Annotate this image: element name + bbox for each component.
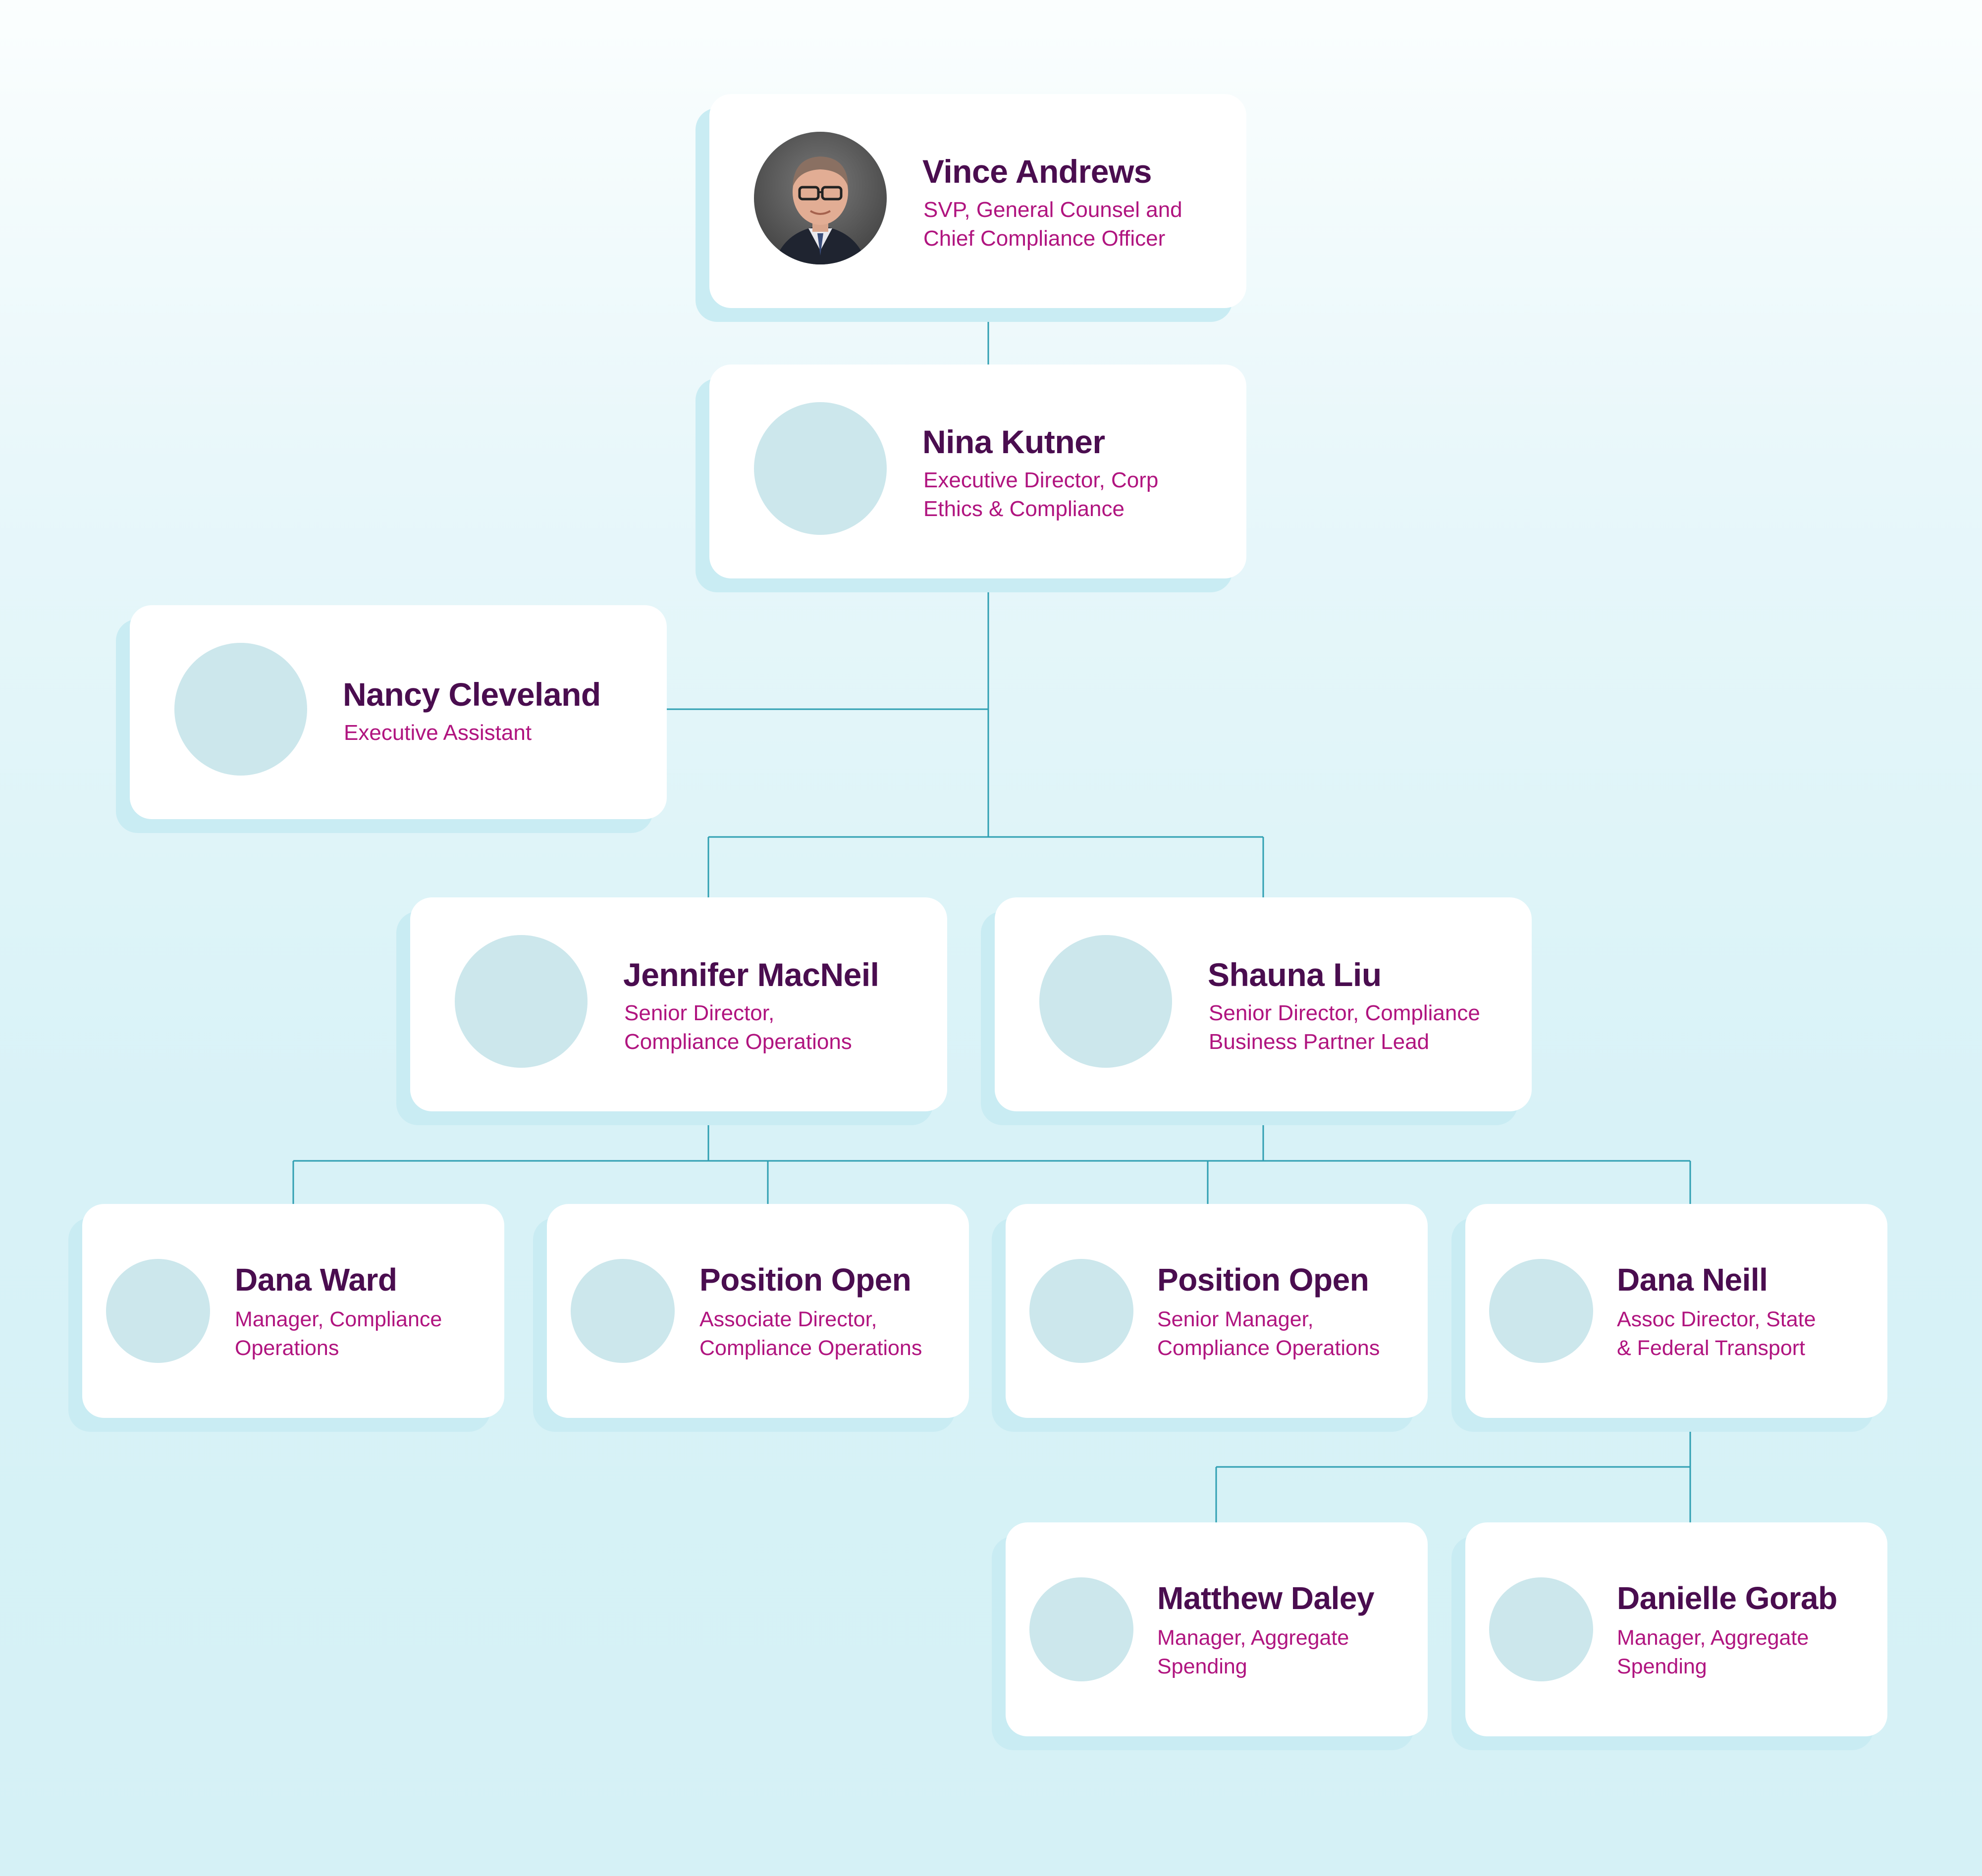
person-name: Dana Ward [235,1262,397,1298]
org-card-nancy-cleveland[interactable]: Nancy Cleveland Executive Assistant [130,605,667,819]
person-title-line2: Operations [235,1336,339,1360]
avatar-placeholder [1029,1577,1133,1681]
avatar-placeholder [1029,1259,1133,1363]
person-name: Nancy Cleveland [343,676,601,713]
person-title-line2: Business Partner Lead [1209,1030,1430,1054]
org-card-matthew-daley[interactable]: Matthew Daley Manager, Aggregate Spendin… [1006,1522,1428,1736]
person-title-line1: Manager, Aggregate [1617,1626,1809,1650]
person-title-line1: Manager, Compliance [235,1307,442,1331]
person-name: Position Open [699,1262,911,1298]
person-title-line2: Compliance Operations [699,1336,922,1360]
person-title-line2: Chief Compliance Officer [923,226,1166,251]
person-title-line2: Compliance Operations [1157,1336,1380,1360]
person-name: Matthew Daley [1157,1580,1375,1616]
person-name: Jennifer MacNeil [623,956,879,993]
org-card-dana-neill[interactable]: Dana Neill Assoc Director, State & Feder… [1465,1204,1887,1418]
avatar-placeholder [1489,1259,1593,1363]
person-title-line2: Spending [1157,1655,1247,1678]
person-name: Nina Kutner [922,423,1105,460]
org-card-dana-ward[interactable]: Dana Ward Manager, Compliance Operations [82,1204,504,1418]
person-title-line1: Senior Director, [624,1001,775,1025]
avatar-placeholder [1489,1577,1593,1681]
avatar-placeholder [1039,935,1172,1068]
person-name: Vince Andrews [922,153,1152,190]
org-card-nina-kutner[interactable]: Nina Kutner Executive Director, Corp Eth… [709,365,1246,578]
avatar-placeholder [754,402,887,535]
org-card-position-open-senior-manager[interactable]: Position Open Senior Manager, Compliance… [1006,1204,1428,1418]
person-name: Position Open [1157,1262,1369,1298]
avatar-placeholder [571,1259,675,1363]
person-title-line1: Manager, Aggregate [1157,1626,1349,1650]
person-name: Danielle Gorab [1617,1580,1837,1616]
person-title-line1: Assoc Director, State [1617,1307,1816,1331]
org-card-shauna-liu[interactable]: Shauna Liu Senior Director, Compliance B… [995,897,1532,1111]
person-photo-icon [754,132,887,264]
avatar-photo [754,132,887,264]
avatar-placeholder [455,935,588,1068]
person-name: Shauna Liu [1208,956,1382,993]
org-card-danielle-gorab[interactable]: Danielle Gorab Manager, Aggregate Spendi… [1465,1522,1887,1736]
org-card-vince-andrews[interactable]: Vince Andrews SVP, General Counsel and C… [709,94,1246,308]
person-title-line1: Executive Director, Corp [923,468,1159,492]
person-name: Dana Neill [1617,1262,1768,1298]
person-title-line1: SVP, General Counsel and [923,198,1182,222]
person-title-line2: & Federal Transport [1617,1336,1806,1360]
person-title-line1: Senior Director, Compliance [1209,1001,1480,1025]
person-title-line1: Associate Director, [699,1307,877,1331]
avatar-placeholder [106,1259,210,1363]
org-card-position-open-associate-director[interactable]: Position Open Associate Director, Compli… [547,1204,969,1418]
person-title-line2: Spending [1617,1655,1707,1678]
avatar-placeholder [174,643,307,776]
person-title-line1: Executive Assistant [344,721,532,745]
person-title-line2: Ethics & Compliance [923,497,1125,521]
person-title-line1: Senior Manager, [1157,1307,1314,1331]
org-card-jennifer-macneil[interactable]: Jennifer MacNeil Senior Director, Compli… [410,897,947,1111]
person-title-line2: Compliance Operations [624,1030,852,1054]
